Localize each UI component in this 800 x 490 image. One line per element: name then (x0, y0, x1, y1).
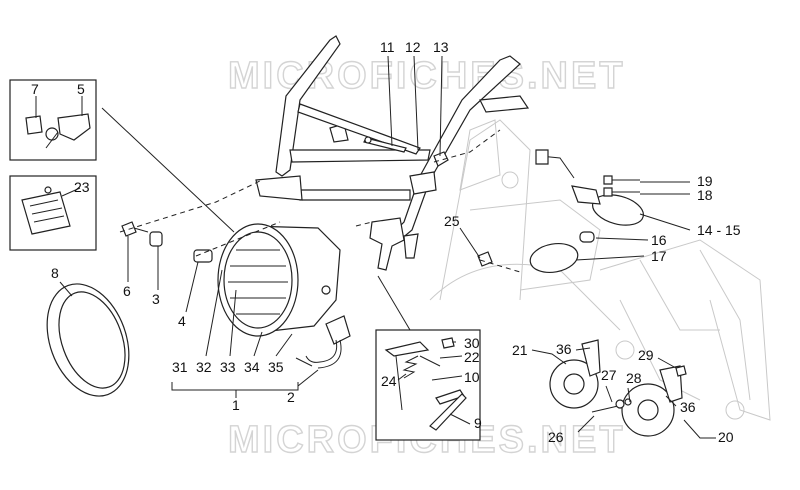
headlight-unit (217, 223, 341, 337)
horn-mount-bolts (591, 365, 687, 413)
callout-29: 29 (638, 347, 654, 363)
dashed-guides (119, 129, 521, 273)
inset-bulbs-box (9, 79, 97, 161)
callout-13: 13 (433, 39, 449, 55)
callout-35: 35 (268, 359, 284, 375)
spacer-4 (193, 249, 213, 263)
callout-21: 21 (512, 342, 528, 358)
callout-8: 8 (51, 265, 59, 281)
callout-6: 6 (123, 283, 131, 299)
bolt-11 (363, 136, 407, 153)
callout-31: 31 (172, 359, 188, 375)
background-frame-ghost (429, 119, 771, 421)
callout-33: 33 (220, 359, 236, 375)
callout-25: 25 (444, 213, 460, 229)
callout-30: 30 (464, 335, 480, 351)
callout-26: 26 (548, 429, 564, 445)
callout-36-right: 36 (680, 399, 696, 415)
callout-5: 5 (77, 81, 85, 97)
callout-19: 19 (697, 173, 713, 189)
wiring-harness-35 (305, 315, 351, 369)
callout-16: 16 (651, 232, 667, 248)
callout-22: 22 (464, 349, 480, 365)
headlight-support-frame (255, 35, 530, 271)
inset-spring-box (375, 329, 481, 441)
callout-2: 2 (287, 389, 295, 405)
callout-23: 23 (74, 179, 90, 195)
callout-11: 11 (380, 39, 395, 55)
callout-9: 9 (474, 415, 482, 431)
callout-labels: 7 5 23 8 6 3 4 31 32 33 34 35 1 2 11 12 … (31, 39, 741, 445)
callout-24: 24 (381, 373, 397, 389)
callout-3: 3 (152, 291, 160, 307)
inset-reflector-box (9, 175, 97, 251)
watermark-top: MICROFICHES.NET (228, 55, 626, 97)
callout-27: 27 (601, 367, 617, 383)
callout-12: 12 (405, 39, 421, 55)
callout-18: 18 (697, 187, 713, 203)
turn-indicator-unit (529, 149, 644, 274)
horn-20 (621, 365, 683, 437)
callout-7: 7 (31, 81, 39, 97)
leader-lines (35, 55, 716, 439)
callout-1: 1 (232, 397, 240, 413)
nut-13 (433, 151, 449, 167)
callout-28: 28 (626, 370, 642, 386)
headlight-trim-ring-8 (46, 283, 130, 397)
callout-20: 20 (718, 429, 734, 445)
callout-14-15: 14 - 15 (697, 222, 741, 238)
callout-4: 4 (178, 313, 186, 329)
callout-32: 32 (196, 359, 212, 375)
callout-17: 17 (651, 248, 667, 264)
callout-34: 34 (244, 359, 260, 375)
bush-3 (149, 231, 163, 247)
spacer-25 (477, 251, 493, 267)
screw-6 (121, 221, 149, 237)
callout-36-left: 36 (556, 341, 572, 357)
callout-10: 10 (464, 369, 480, 385)
